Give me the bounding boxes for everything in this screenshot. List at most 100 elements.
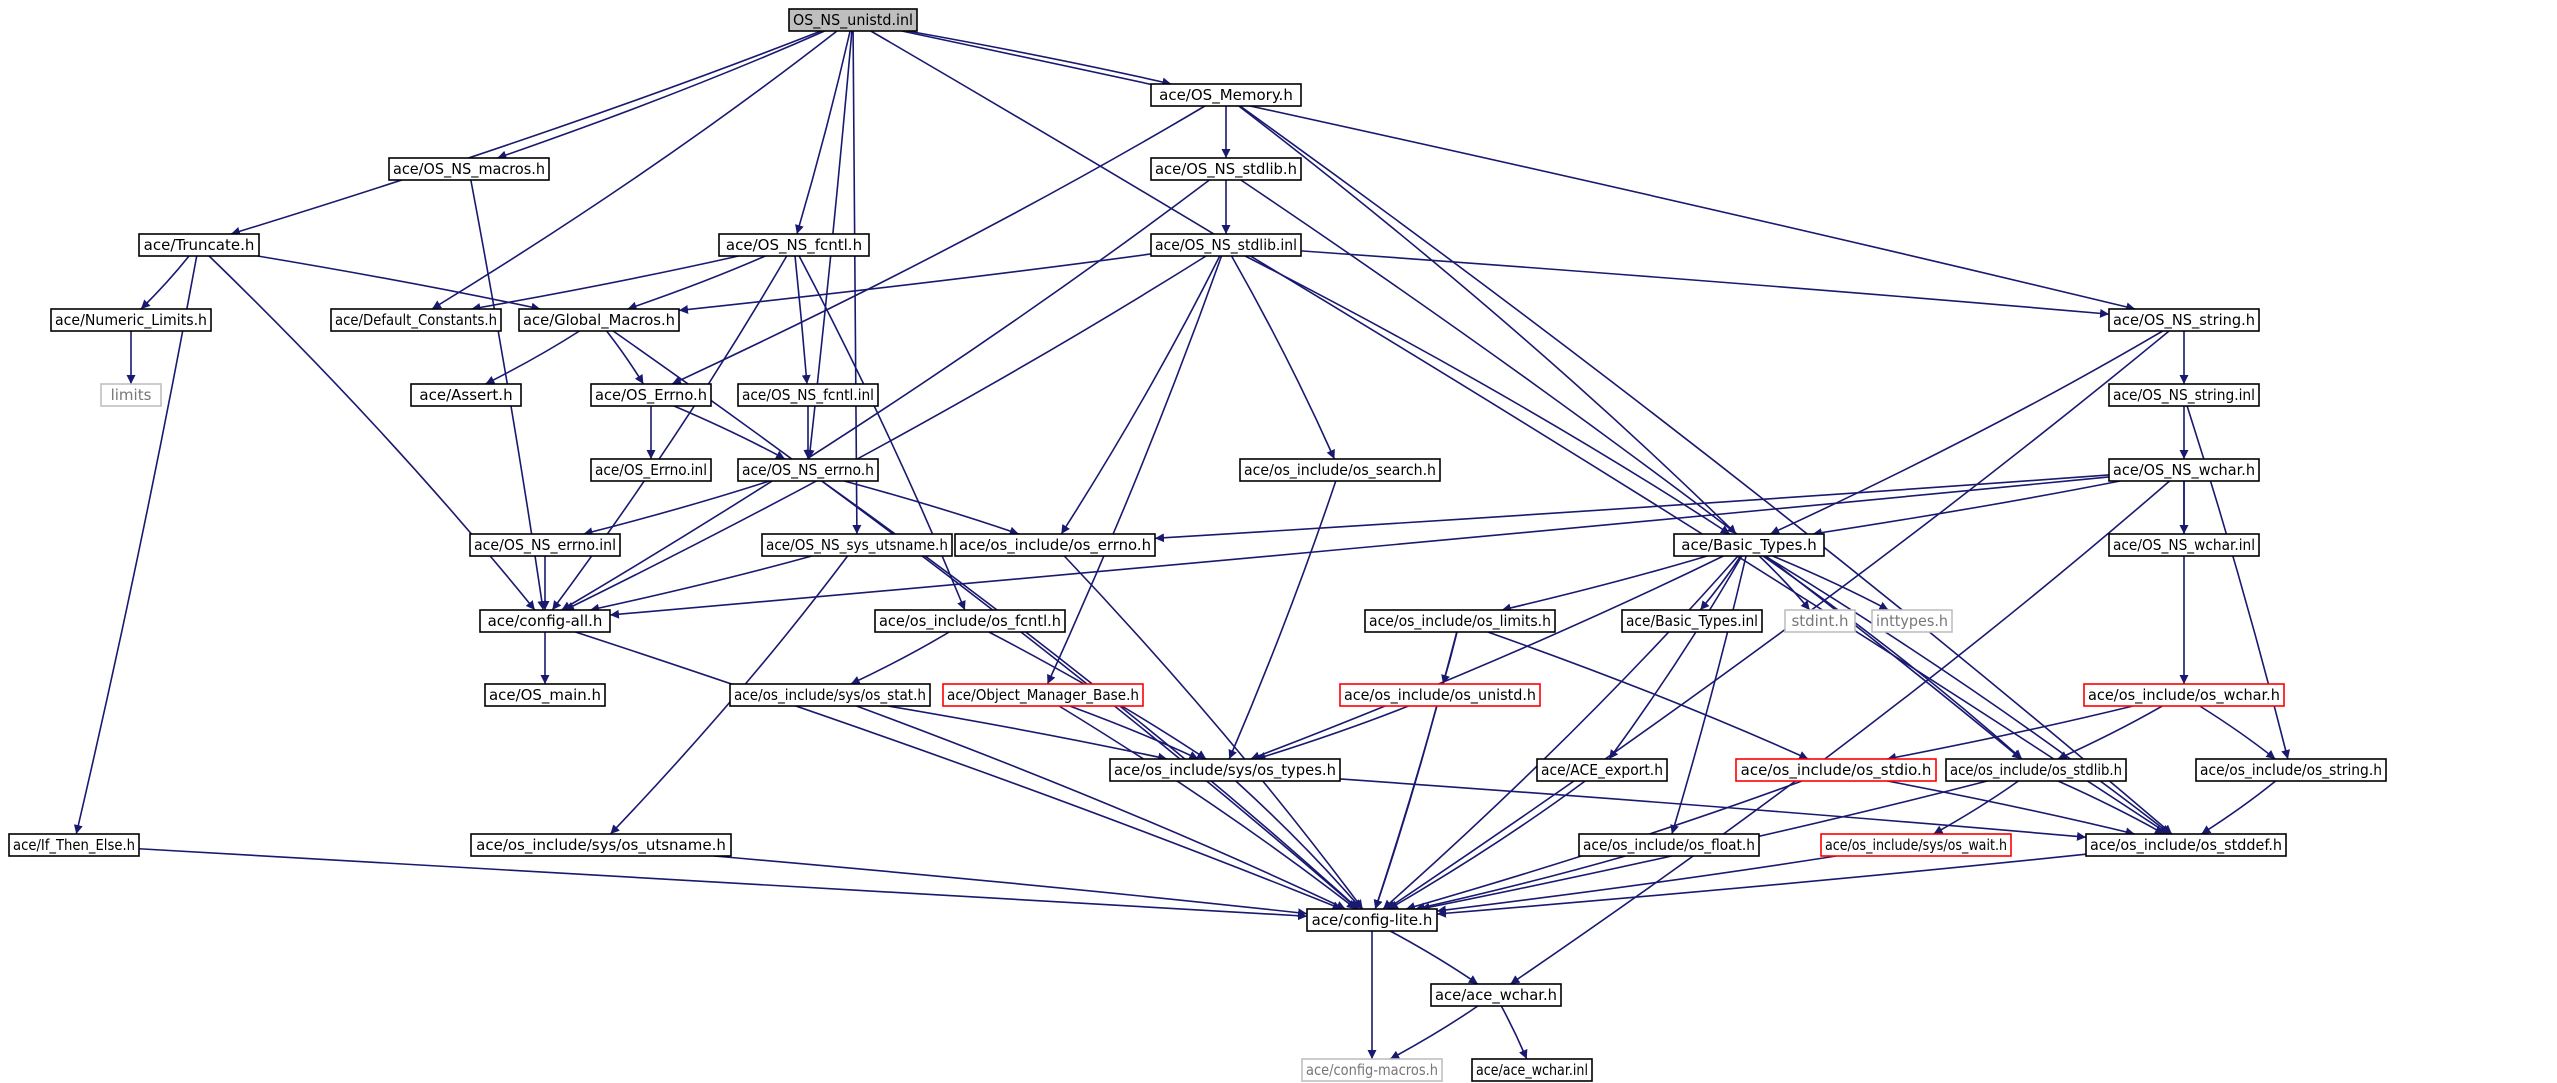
node-box: [100, 383, 162, 407]
node-config-all[interactable]: ace/config-all.h: [479, 609, 611, 633]
node-box: [330, 308, 502, 332]
node-basic-types-h[interactable]: ace/Basic_Types.h: [1673, 533, 1825, 557]
node-os-sys-wait[interactable]: ace/os_include/sys/os_wait.h: [1820, 833, 2012, 857]
edge-os_sys_stat-to-config_lite: [856, 705, 1346, 910]
node-box: [1430, 983, 1562, 1007]
edge-os_ns_stdlib_inl-to-os_include_errno: [1060, 255, 1221, 535]
node-os-ns-string-inl[interactable]: ace/OS_NS_string.inl: [2108, 383, 2260, 407]
node-if-then-else[interactable]: ace/If_Then_Else.h: [8, 833, 140, 857]
node-label: ace/os_include/os_string.h: [2200, 761, 2382, 780]
node-box: [1735, 758, 1937, 782]
node-os-ns-macros[interactable]: ace/OS_NS_macros.h: [388, 157, 550, 181]
node-os-ns-errno-h[interactable]: ace/OS_NS_errno.h: [737, 458, 879, 482]
node-box: [954, 533, 1156, 557]
node-os-ns-wchar-h[interactable]: ace/OS_NS_wchar.h: [2108, 458, 2260, 482]
node-os-include-limits[interactable]: ace/os_include/os_limits.h: [1364, 609, 1556, 633]
node-inttypes[interactable]: inttypes.h: [1871, 609, 1953, 633]
node-label: ace/OS_NS_sys_utsname.h: [766, 536, 948, 555]
node-label: ace/config-all.h: [488, 612, 603, 630]
edge-os_sys_utsname-to-config_lite: [714, 855, 1308, 918]
node-box: [1784, 609, 1856, 633]
node-os-sys-stat[interactable]: ace/os_include/sys/os_stat.h: [729, 683, 931, 707]
edge-basic_types_h-to-os_include_stddef: [1764, 555, 2171, 835]
edge-truncate-to-if_then_else: [73, 255, 198, 835]
node-stdint[interactable]: stdint.h: [1784, 609, 1856, 633]
node-label: ace/ace_wchar.h: [1435, 986, 1557, 1005]
node-os-ns-fcntl-inl[interactable]: ace/OS_NS_fcntl.inl: [737, 383, 879, 407]
node-os-ns-fcntl-h[interactable]: ace/OS_NS_fcntl.h: [718, 233, 870, 257]
edge-root-to-os_ns_macros: [497, 30, 825, 160]
node-box: [2108, 533, 2260, 557]
node-os-include-string[interactable]: ace/os_include/os_string.h: [2195, 758, 2387, 782]
node-os-ns-sys-utsname[interactable]: ace/OS_NS_sys_utsname.h: [761, 533, 953, 557]
node-os-memory[interactable]: ace/OS_Memory.h: [1150, 83, 1302, 107]
edge-os_ns_stdlib_inl-to-os_search: [1230, 255, 1336, 460]
node-os-include-unistd[interactable]: ace/os_include/os_unistd.h: [1339, 683, 1541, 707]
node-box: [1306, 908, 1438, 932]
edge-os_include_fcntl-to-os_sys_stat: [850, 631, 950, 685]
node-os-ns-errno-inl[interactable]: ace/OS_NS_errno.inl: [469, 533, 621, 557]
node-truncate[interactable]: ace/Truncate.h: [138, 233, 260, 257]
node-box: [518, 308, 680, 332]
edge-truncate-to-config_all: [208, 255, 536, 611]
edge-os_include_wchar-to-os_include_string: [2199, 705, 2276, 760]
node-default-constants[interactable]: ace/Default_Constants.h: [330, 308, 502, 332]
edge-os_errno_h-to-os_ns_errno_h: [673, 405, 786, 460]
node-numeric-limits[interactable]: ace/Numeric_Limits.h: [50, 308, 212, 332]
node-os-ns-stdlib-h[interactable]: ace/OS_NS_stdlib.h: [1150, 157, 1302, 181]
node-limits[interactable]: limits: [100, 383, 162, 407]
edge-os_ns_string_inl-to-os_include_string: [2186, 405, 2291, 760]
node-os-include-wchar[interactable]: ace/os_include/os_wchar.h: [2083, 683, 2285, 707]
node-os-sys-utsname[interactable]: ace/os_include/sys/os_utsname.h: [470, 833, 732, 857]
node-os-include-float[interactable]: ace/os_include/os_float.h: [1578, 833, 1760, 857]
node-box: [2085, 833, 2287, 857]
node-basic-types-inl[interactable]: ace/Basic_Types.inl: [1621, 609, 1763, 633]
node-os-search[interactable]: ace/os_include/os_search.h: [1239, 458, 1441, 482]
node-os-include-stddef[interactable]: ace/os_include/os_stddef.h: [2085, 833, 2287, 857]
edge-os_ns_errno_h-to-os_include_errno: [844, 480, 1020, 536]
node-ace-wchar-inl[interactable]: ace/ace_wchar.inl: [1471, 1058, 1593, 1082]
node-label: ace/os_include/sys/os_wait.h: [1825, 836, 2007, 855]
edge-os_sys_types-to-os_include_stddef: [1339, 778, 2087, 841]
node-config-macros[interactable]: ace/config-macros.h: [1301, 1058, 1443, 1082]
node-label: ace/OS_NS_wchar.inl: [2113, 536, 2255, 555]
edge-root-to-truncate: [230, 30, 822, 236]
node-box: [874, 609, 1066, 633]
edge-root-to-os_ns_fcntl_h: [795, 30, 851, 235]
node-label: ace/os_include/sys/os_utsname.h: [476, 836, 726, 855]
node-box: [718, 233, 870, 257]
node-os-ns-string-h[interactable]: ace/OS_NS_string.h: [2108, 308, 2260, 332]
node-root[interactable]: OS_NS_unistd.inl: [788, 8, 918, 32]
edge-config_lite-to-ace_wchar_h: [1389, 930, 1479, 985]
node-os-errno-inl[interactable]: ace/OS_Errno.inl: [590, 458, 712, 482]
edge-basic_types_h-to-config_lite: [1382, 555, 1739, 910]
edge-os_sys_stat-to-os_sys_types: [887, 705, 1168, 762]
edge-root-to-os_memory: [907, 30, 1172, 87]
node-os-include-errno[interactable]: ace/os_include/os_errno.h: [954, 533, 1156, 557]
node-assert[interactable]: ace/Assert.h: [410, 383, 522, 407]
edge-os_ns_fcntl_h-to-global_macros: [627, 255, 766, 311]
node-os-include-stdio[interactable]: ace/os_include/os_stdio.h: [1735, 758, 1937, 782]
edge-os_sys_wait-to-config_lite: [1436, 855, 1837, 915]
node-box: [50, 308, 212, 332]
node-ace-wchar-h[interactable]: ace/ace_wchar.h: [1430, 983, 1562, 1007]
node-os-ns-stdlib-inl[interactable]: ace/OS_NS_stdlib.inl: [1150, 233, 1302, 257]
node-os-sys-types[interactable]: ace/os_include/sys/os_types.h: [1109, 758, 1341, 782]
node-os-include-stdlib[interactable]: ace/os_include/os_stdlib.h: [1945, 758, 2127, 782]
node-global-macros[interactable]: ace/Global_Macros.h: [518, 308, 680, 332]
node-os-ns-wchar-inl[interactable]: ace/OS_NS_wchar.inl: [2108, 533, 2260, 557]
node-box: [737, 458, 879, 482]
edge-os_include_errno-to-config_lite: [1063, 555, 1364, 910]
node-box: [1239, 458, 1441, 482]
node-box: [788, 8, 918, 32]
node-object-manager-base[interactable]: ace/Object_Manager_Base.h: [942, 683, 1144, 707]
node-ace-export[interactable]: ace/ACE_export.h: [1536, 758, 1668, 782]
node-config-lite[interactable]: ace/config-lite.h: [1306, 908, 1438, 932]
edge-os_include_unistd-to-config_lite: [1373, 705, 1438, 910]
node-box: [1945, 758, 2127, 782]
node-label: ace/OS_Errno.inl: [595, 461, 707, 480]
node-os-errno-h[interactable]: ace/OS_Errno.h: [590, 383, 712, 407]
node-os-main[interactable]: ace/OS_main.h: [484, 683, 606, 707]
node-os-include-fcntl[interactable]: ace/os_include/os_fcntl.h: [874, 609, 1066, 633]
edge-os_sys_types-to-config_lite: [1235, 780, 1362, 910]
